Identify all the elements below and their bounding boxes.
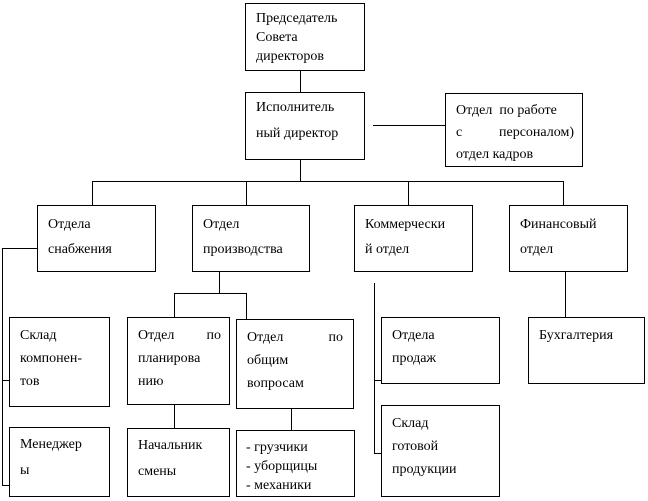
- connector: [300, 70, 301, 93]
- connector: [374, 283, 375, 454]
- managers-line: Менеджер: [20, 437, 82, 452]
- chairman-line: Председатель: [256, 11, 338, 26]
- executive-director-box: Исполнитель ный директор: [245, 92, 365, 160]
- managers-box: Менеджер ы: [9, 427, 110, 497]
- commercial-line: Коммерчески: [365, 217, 446, 232]
- connector: [374, 453, 382, 454]
- shift-head-box: Начальник смены: [127, 428, 230, 497]
- executive-line: Исполнитель: [256, 100, 335, 115]
- general-line: общим: [247, 353, 289, 368]
- finished-line: продукции: [392, 462, 457, 477]
- connector: [174, 404, 175, 428]
- finance-department-box: Финансовый отдел: [509, 205, 628, 272]
- connector: [563, 181, 564, 205]
- planning-line: планирова: [138, 351, 201, 366]
- chairman-box: Председатель Совета директоров: [245, 3, 365, 71]
- components-line: Склад: [20, 328, 57, 343]
- managers-line: ы: [20, 463, 30, 478]
- workers-line: - механики: [246, 478, 312, 493]
- connector: [174, 293, 247, 294]
- connector: [219, 271, 220, 293]
- planning-department-box: Отдел по планирова нию: [127, 317, 230, 405]
- shift-head-line: Начальник: [138, 438, 203, 453]
- finished-goods-warehouse-box: Склад готовой продукции: [381, 405, 500, 497]
- general-line: вопросам: [247, 376, 304, 391]
- connector: [373, 125, 446, 126]
- executive-line: ный директор: [256, 126, 339, 141]
- planning-line: нию: [138, 374, 164, 389]
- connector: [300, 159, 301, 181]
- connector: [2, 485, 10, 486]
- connector: [174, 293, 175, 317]
- supply-department-box: Отдела снабжения: [37, 205, 156, 272]
- connector: [2, 248, 37, 249]
- connector: [246, 293, 247, 319]
- workers-box: - грузчики - уборщицы - механики: [236, 430, 355, 497]
- accounting-line: Бухгалтерия: [539, 328, 614, 343]
- workers-line: - грузчики: [246, 440, 308, 455]
- connector: [92, 181, 564, 182]
- sales-department-box: Отдела продаж: [381, 317, 500, 384]
- commercial-line: й отдел: [365, 242, 410, 257]
- accounting-box: Бухгалтерия: [528, 317, 645, 384]
- general-affairs-box: Отдел по общим вопросам: [236, 319, 354, 409]
- general-line: Отдел по: [247, 330, 343, 345]
- connector: [92, 181, 93, 205]
- connector: [374, 380, 382, 381]
- components-line: компонен-: [20, 351, 83, 366]
- connector: [2, 248, 3, 486]
- shift-head-line: смены: [138, 464, 177, 479]
- sales-line: Отдела: [392, 328, 435, 343]
- finished-line: готовой: [392, 439, 439, 454]
- connector: [2, 380, 10, 381]
- finance-line: отдел: [520, 242, 554, 257]
- hr-line: отдел кадров: [456, 147, 534, 162]
- production-line: Отдел: [203, 217, 240, 232]
- connector: [565, 271, 566, 317]
- hr-line: с персоналом): [456, 125, 574, 140]
- production-line: производства: [203, 242, 283, 257]
- supply-line: Отдела: [48, 217, 91, 232]
- hr-line: Отдел по работе: [456, 103, 557, 118]
- connector: [246, 181, 247, 205]
- supply-line: снабжения: [48, 242, 112, 257]
- sales-line: продаж: [392, 351, 437, 366]
- planning-line: Отдел по: [138, 328, 221, 343]
- hr-department-box: Отдел по работе с персоналом) отдел кадр…: [445, 93, 583, 167]
- chairman-line: Совета: [256, 30, 298, 45]
- connector: [408, 181, 409, 205]
- connector: [291, 408, 292, 430]
- finished-line: Склад: [392, 416, 429, 431]
- production-department-box: Отдел производства: [192, 205, 310, 272]
- commercial-department-box: Коммерчески й отдел: [354, 205, 473, 272]
- components-line: тов: [20, 374, 40, 389]
- finance-line: Финансовый: [520, 217, 597, 232]
- workers-line: - уборщицы: [246, 459, 318, 474]
- chairman-line: директоров: [256, 49, 324, 64]
- components-warehouse-box: Склад компонен- тов: [9, 317, 110, 407]
